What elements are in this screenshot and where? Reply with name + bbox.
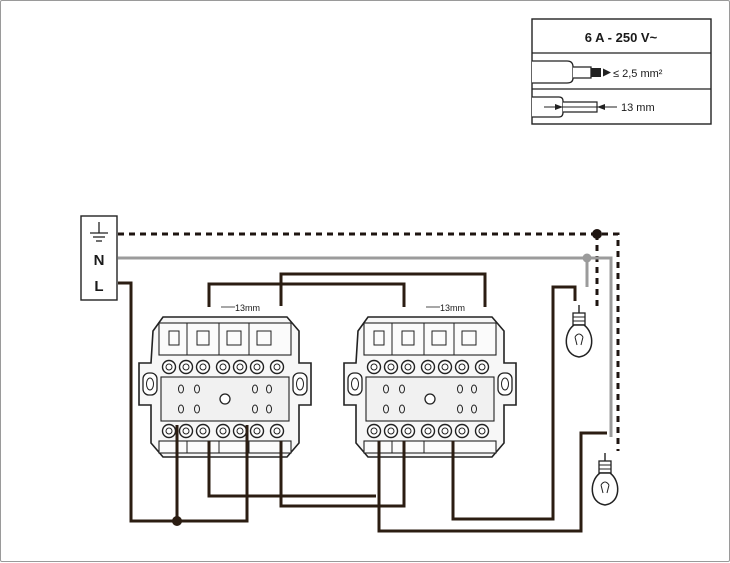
earth-wire xyxy=(118,232,620,451)
neutral-junction xyxy=(582,253,592,263)
cable-section-icon xyxy=(532,60,611,84)
spec-table: 6 A - 250 V~ ≤ 2,5 mm² 13 mm xyxy=(531,18,712,125)
line-junction xyxy=(172,516,182,526)
rating-text: 6 A - 250 V~ xyxy=(585,30,658,45)
switch-left: 13mm xyxy=(138,303,312,458)
earth-junction xyxy=(592,229,602,239)
strip-length-text: 13 mm xyxy=(621,102,655,114)
earth-icon xyxy=(90,222,108,242)
line-label: L xyxy=(94,278,103,295)
strip-length-icon xyxy=(532,96,617,118)
wire-section-text: ≤ 2,5 mm² xyxy=(613,68,663,80)
switch-right-strip-label: 13mm xyxy=(440,303,465,313)
switch-left-strip-label: 13mm xyxy=(235,303,260,313)
lamp-2-icon xyxy=(591,452,619,506)
switch-right: 13mm xyxy=(343,303,517,458)
lamp-1-icon xyxy=(565,304,593,358)
terminal-block: N L xyxy=(80,215,118,301)
neutral-label: N xyxy=(94,252,105,269)
live-wires xyxy=(118,272,607,533)
